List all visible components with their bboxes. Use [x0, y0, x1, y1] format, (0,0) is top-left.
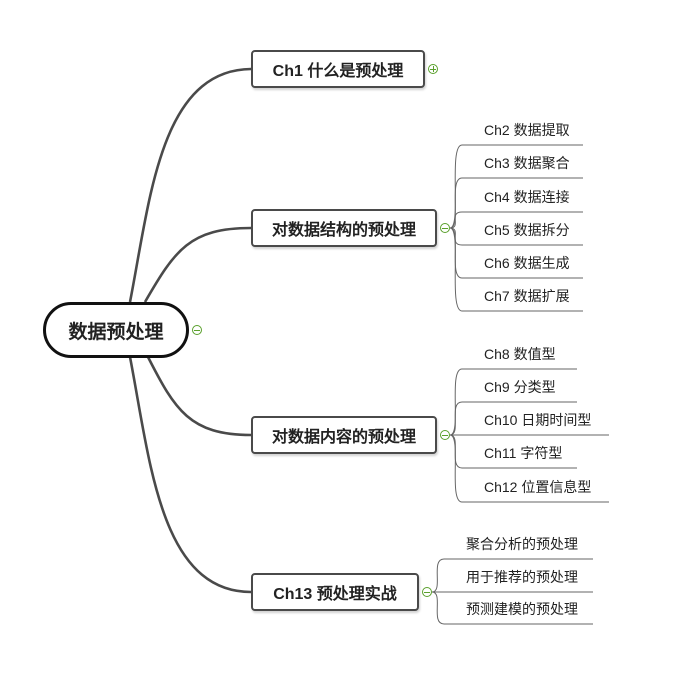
connector-root-content: [146, 356, 252, 437]
leaf-ch9[interactable]: Ch9 分类型: [484, 379, 556, 395]
leaf-predictive-modeling[interactable]: 预测建模的预处理: [466, 601, 578, 617]
branch-content[interactable]: 对数据内容的预处理: [251, 416, 437, 454]
leaf-recommendation[interactable]: 用于推荐的预处理: [466, 569, 578, 585]
branch-ch13[interactable]: Ch13 预处理实战: [251, 573, 419, 611]
content-leaf-curve-0: [449, 368, 463, 436]
connector-root-ch13: [128, 356, 252, 594]
branch-structure[interactable]: 对数据结构的预处理: [251, 209, 437, 247]
structure-leaf-curve-4: [449, 227, 463, 279]
leaf-ch12[interactable]: Ch12 位置信息型: [484, 479, 592, 495]
content-leaf-curve-4: [449, 434, 463, 503]
connector-root-ch1: [128, 67, 252, 303]
content-leaf-curve-3: [449, 434, 463, 469]
leaf-ch10[interactable]: Ch10 日期时间型: [484, 412, 592, 428]
leaf-ch8[interactable]: Ch8 数值型: [484, 346, 556, 362]
leaf-ch6[interactable]: Ch6 数据生成: [484, 255, 570, 271]
leaf-ch3[interactable]: Ch3 数据聚合: [484, 155, 570, 171]
leaf-ch5[interactable]: Ch5 数据拆分: [484, 222, 570, 238]
branch-ch1[interactable]: Ch1 什么是预处理: [251, 50, 425, 88]
branch-ch13-collapse-icon[interactable]: [422, 587, 432, 597]
ch13-leaf-curve-0: [431, 558, 445, 593]
structure-leaf-curve-1: [449, 177, 463, 229]
root-topic[interactable]: 数据预处理: [43, 302, 189, 358]
branch-ch1-expand-icon[interactable]: [428, 64, 438, 74]
structure-leaf-curve-5: [449, 227, 463, 312]
structure-leaf-curve-2: [449, 211, 463, 229]
leaf-aggregation-analysis[interactable]: 聚合分析的预处理: [466, 536, 578, 552]
connector-root-structure: [143, 226, 252, 303]
ch13-leaf-curve-2: [431, 591, 445, 625]
branch-content-collapse-icon[interactable]: [440, 430, 450, 440]
leaf-ch4[interactable]: Ch4 数据连接: [484, 189, 570, 205]
root-collapse-icon[interactable]: [192, 325, 202, 335]
structure-leaf-curve-0: [449, 144, 463, 229]
branch-structure-collapse-icon[interactable]: [440, 223, 450, 233]
leaf-ch11[interactable]: Ch11 字符型: [484, 445, 563, 461]
leaf-ch7[interactable]: Ch7 数据扩展: [484, 288, 570, 304]
leaf-ch2[interactable]: Ch2 数据提取: [484, 122, 570, 138]
content-leaf-curve-1: [449, 401, 463, 436]
structure-leaf-curve-3: [449, 227, 463, 246]
